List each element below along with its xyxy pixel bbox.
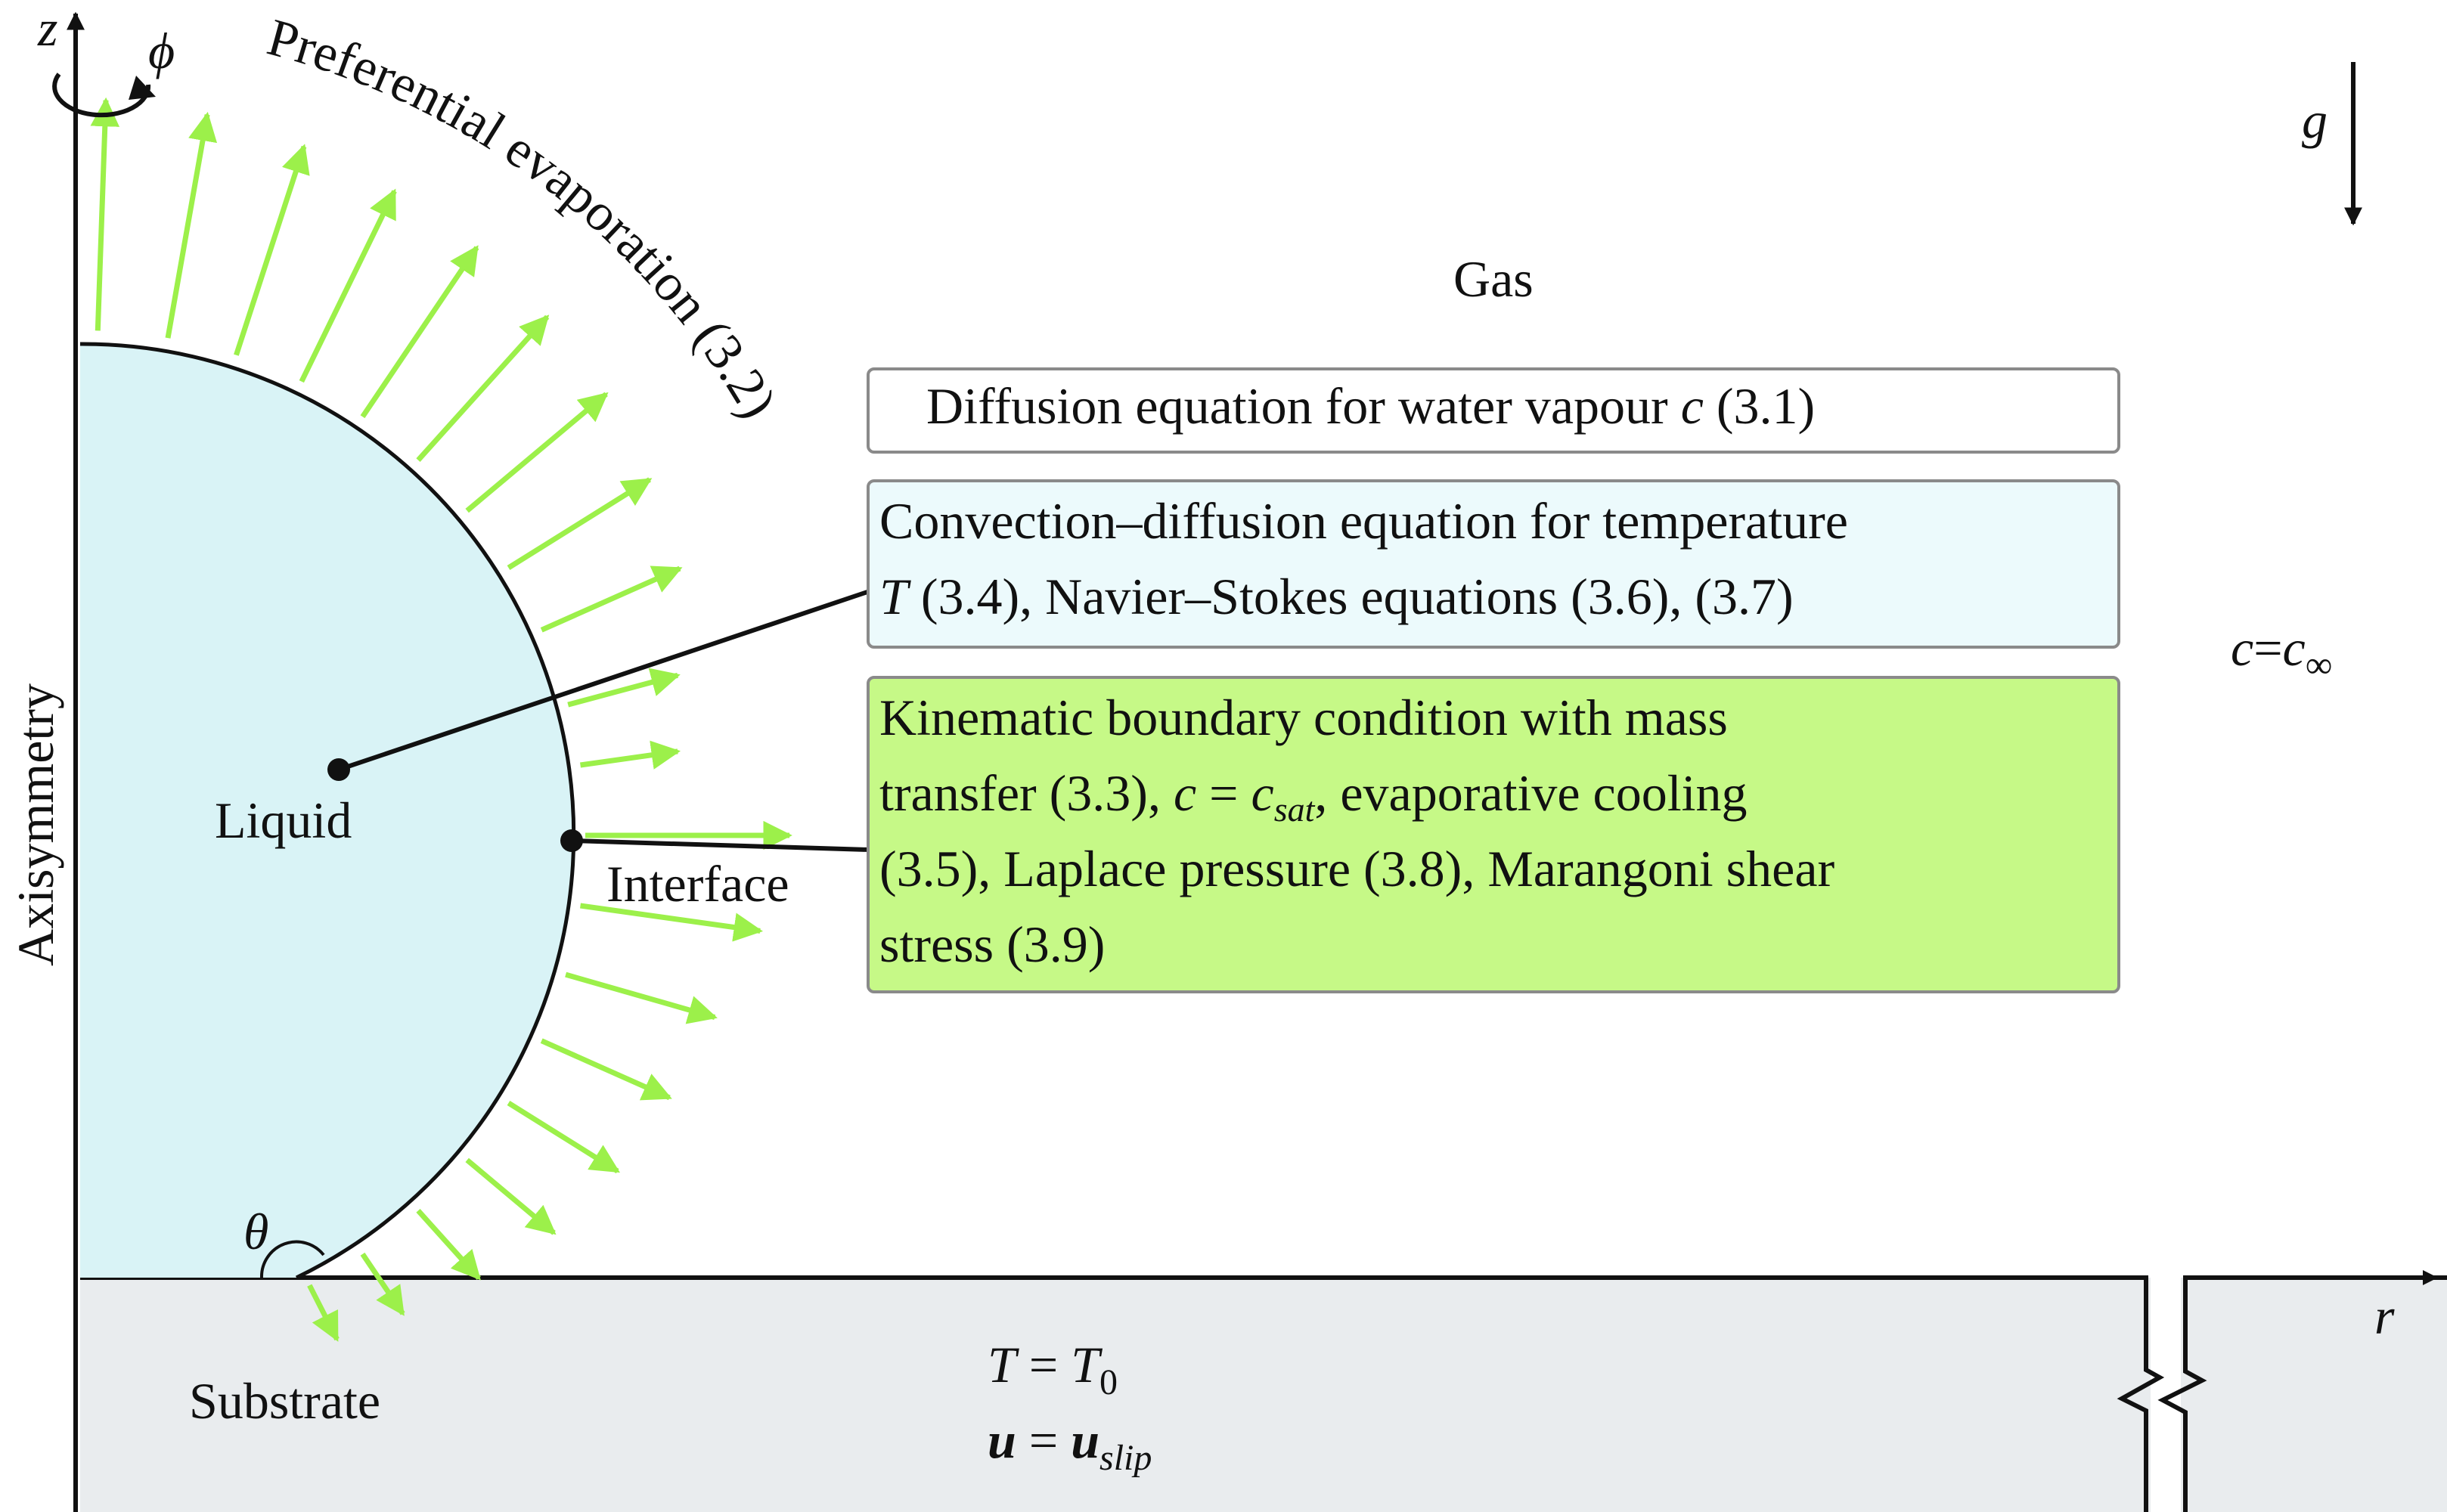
liquid-droplet [80, 343, 574, 1278]
axisymmetry-label: Axisymmetry [7, 683, 64, 966]
evaporation-flux-arrow [465, 1157, 557, 1235]
far-field-condition: c=c∞ [2231, 619, 2332, 686]
box-convection [867, 479, 2120, 649]
box-diffusion-text: Diffusion equation for water vapour c (3… [926, 377, 1815, 435]
liquid-point [327, 758, 350, 781]
evaporation-flux-arrow [580, 903, 764, 942]
substrate-outline [80, 1275, 2165, 1512]
box-diffusion [867, 367, 2120, 454]
evaporation-flux-arrow [307, 1284, 340, 1342]
substrate-label: Substrate [189, 1372, 380, 1430]
substrate-velocity-bc: u = uslip [988, 1411, 1152, 1478]
interface-label: Interface [606, 855, 789, 912]
evaporation-flux-arrow [567, 668, 681, 708]
theta-label: θ [243, 1203, 268, 1260]
box-kinematic-line1: Kinematic boundary condition with mass [879, 689, 1728, 746]
box-kinematic-line4: stress (3.9) [879, 916, 1105, 973]
evaporation-flux-arrow [360, 245, 479, 419]
substrate-region [80, 1278, 2151, 1512]
box-convection-line1: Convection–diffusion equation for temper… [879, 492, 1848, 550]
box-kinematic-line2: transfer (3.3), c = csat, evaporative co… [879, 764, 1748, 829]
liquid-leader-line [338, 589, 870, 772]
box-kinematic [867, 676, 2120, 993]
rotation-arrowhead-icon [129, 76, 156, 100]
evaporation-flux-arrow [507, 477, 653, 570]
evaporation-flux-arrow [416, 1209, 481, 1281]
substrate-break-right [2157, 1275, 2447, 1512]
evaporation-flux-arrow [299, 188, 397, 383]
rotation-phi-icon [52, 73, 151, 118]
evaporation-flux-arrow [234, 144, 310, 356]
evaporation-flux-arrow [465, 392, 609, 513]
evaporation-flux-arrow [360, 1252, 405, 1316]
evaporation-flux-arrow [90, 97, 120, 331]
liquid-label: Liquid [215, 792, 352, 849]
box-convection-line2: T (3.4), Navier–Stokes equations (3.6), … [879, 568, 1794, 625]
evaporation-flux-arrow [540, 565, 683, 633]
evaporation-flux-arrow [165, 111, 218, 339]
interface-leader-line [571, 838, 870, 852]
box-kinematic-line3: (3.5), Laplace pressure (3.8), Marangoni… [879, 840, 1835, 897]
evaporation-label: Preferential evaporation (3.2) [262, 8, 788, 428]
evaporation-flux-arrow [565, 971, 718, 1024]
interface-point [560, 829, 583, 852]
substrate-temperature-bc: T = T0 [988, 1336, 1118, 1402]
evaporation-flux-arrow [507, 1101, 620, 1174]
evaporation-flux-arrow [416, 314, 550, 462]
evaporation-flux-arrow [540, 1038, 672, 1101]
evaporation-flux-arrow [580, 740, 681, 770]
contact-angle-arc [259, 1240, 325, 1278]
substrate-region-right [2181, 1278, 2447, 1512]
evaporation-arrows [90, 97, 792, 1342]
gravity-label: g [2302, 91, 2328, 149]
liquid-gas-interface [79, 342, 576, 1280]
gas-label: Gas [1453, 250, 1534, 308]
r-axis-label: r [2374, 1287, 2395, 1345]
z-axis-label: z [37, 0, 57, 57]
phi-label: ϕ [148, 22, 175, 79]
